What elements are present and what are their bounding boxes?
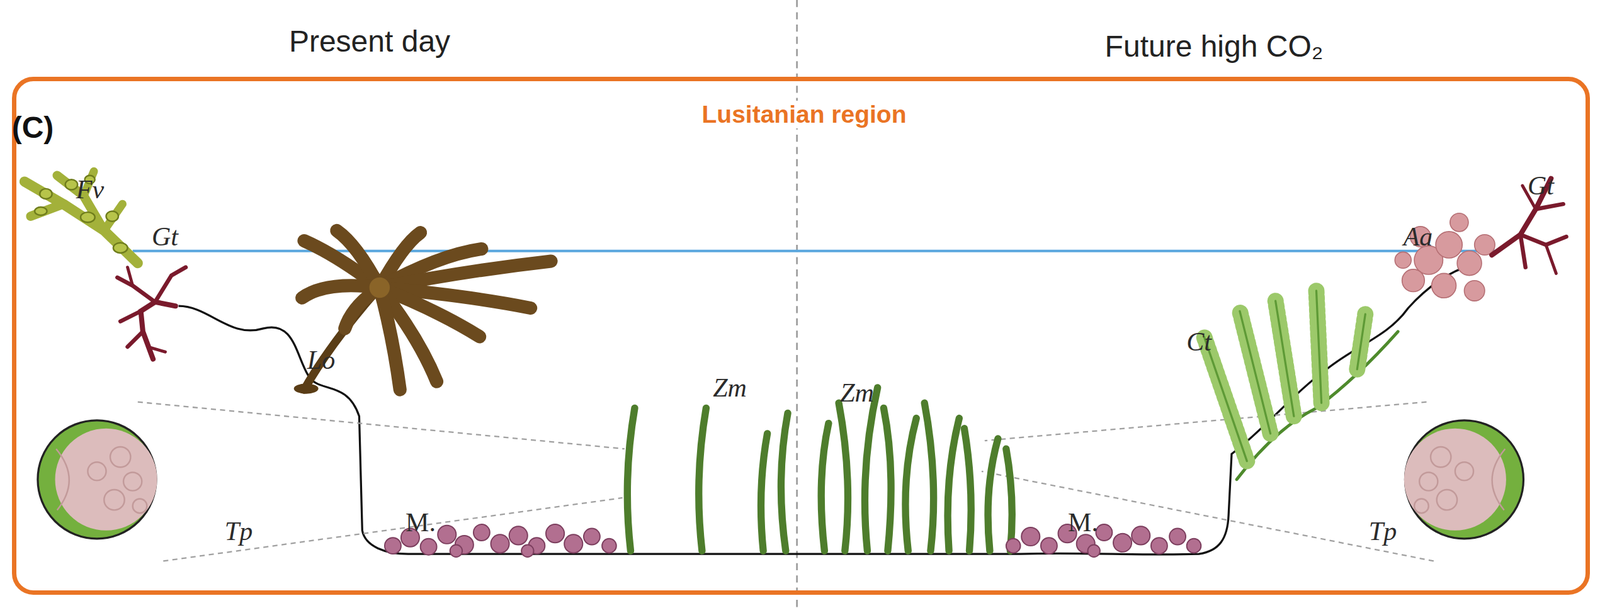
species-label: Tp xyxy=(224,516,253,547)
species-label: Aa xyxy=(1403,221,1434,252)
species-label: Zm xyxy=(712,372,747,403)
column-heading: Present day xyxy=(289,23,451,59)
gigartina-illustration xyxy=(117,267,186,360)
seafloor-profile xyxy=(178,265,1472,555)
region-title: Lusitanian region xyxy=(695,100,913,129)
species-label: Gt xyxy=(151,221,179,252)
species-label: Ct xyxy=(1186,326,1212,358)
species-label: Fv xyxy=(76,174,104,205)
caulerpa-illustration xyxy=(1203,290,1398,480)
fucus-illustration xyxy=(24,171,138,264)
species-label: Lo xyxy=(307,345,335,376)
column-heading: Future high CO₂ xyxy=(1105,28,1324,64)
asparagopsis-illustration xyxy=(1394,213,1495,301)
divider-line xyxy=(795,0,798,608)
species-label: Zm xyxy=(839,377,874,409)
seagrass-illustration xyxy=(627,387,1012,551)
species-label: M. xyxy=(405,507,436,538)
species-label: M. xyxy=(1067,507,1099,538)
species-label: Gt xyxy=(1527,170,1555,201)
kelp-illustration xyxy=(294,230,551,394)
species-label: Tp xyxy=(1368,516,1397,547)
panel-letter: (C) xyxy=(11,110,55,145)
